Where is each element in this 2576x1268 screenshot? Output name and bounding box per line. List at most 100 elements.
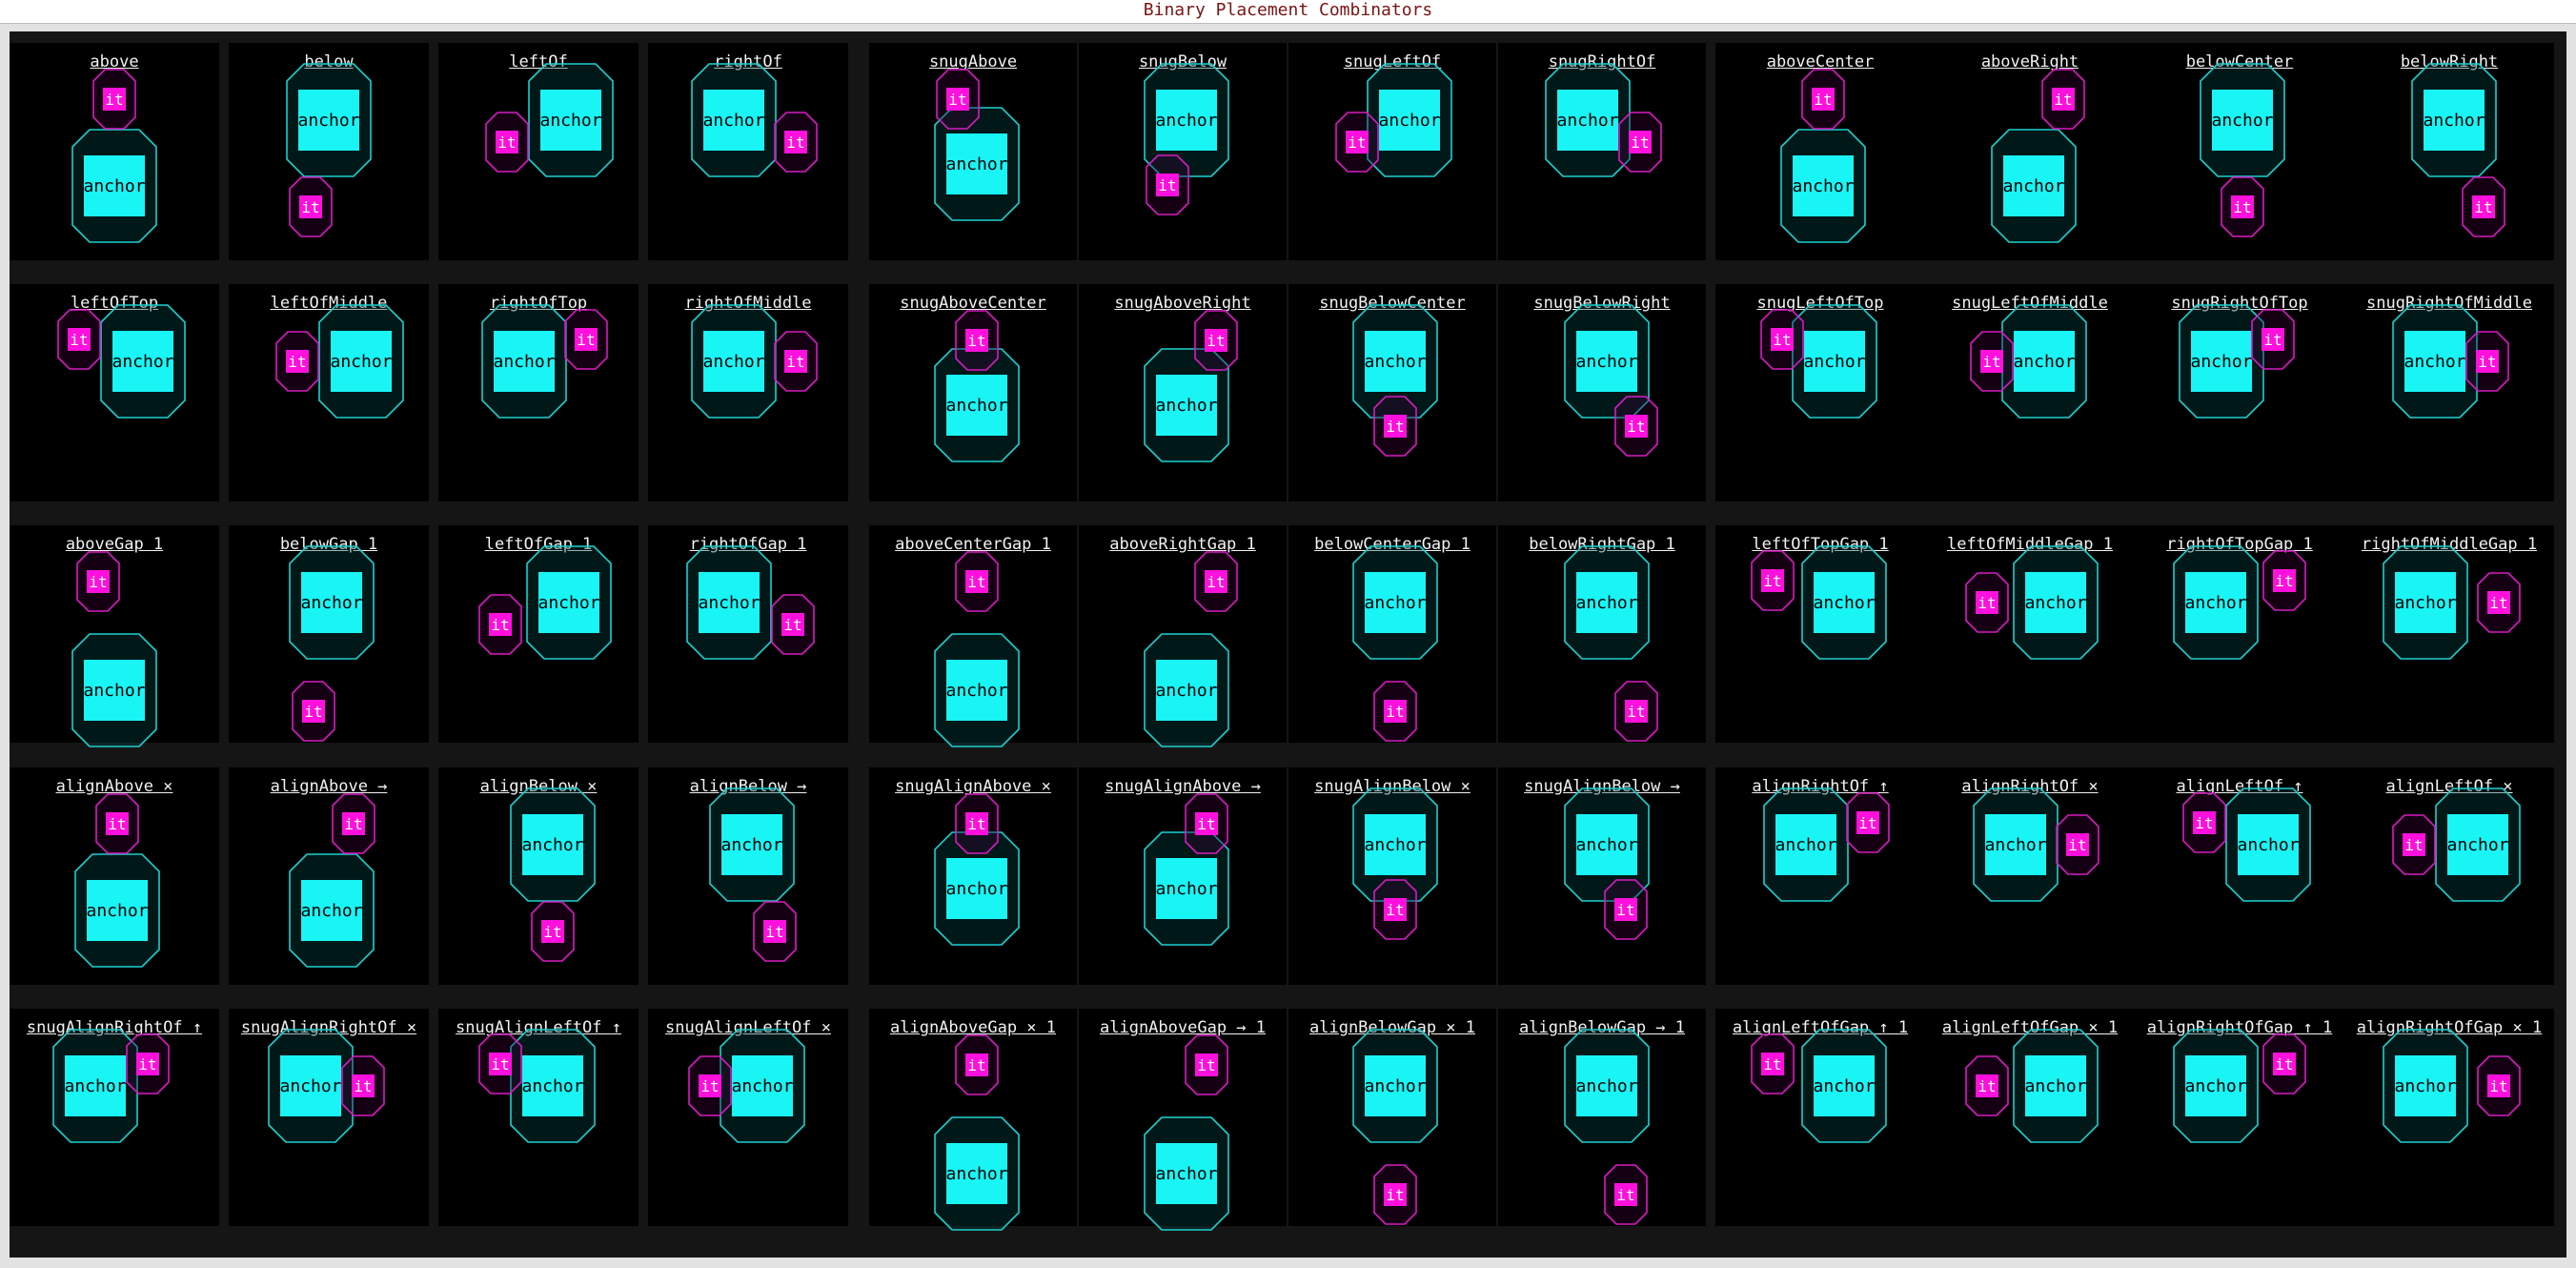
cell-rightof: rightOf [648, 43, 848, 260]
it-label: it [2275, 1054, 2294, 1074]
anchor-label: anchor [1364, 592, 1427, 613]
anchor-label: anchor [702, 351, 765, 372]
anchor-label: anchor [1155, 1163, 1218, 1184]
cell-label: rightOfMiddle [684, 294, 812, 313]
cell-alignrightof: alignRightOf ↑ [1715, 767, 1925, 985]
anchor-shape: anchor [1564, 787, 1650, 902]
anchor-shape: anchor [709, 787, 795, 902]
it-label: it [89, 572, 108, 591]
it-shape: it [92, 69, 136, 130]
anchor-octagon [318, 304, 404, 419]
window-title: Binary Placement Combinators [1143, 0, 1433, 20]
anchor-shape: anchor [1763, 787, 1849, 902]
anchor-label: anchor [1792, 175, 1855, 196]
it-label: it [2275, 571, 2294, 590]
it-octagon [771, 594, 815, 655]
cell-leftoftop: leftOfTop [10, 284, 219, 501]
cell-label: leftOfTop [70, 294, 159, 313]
it-octagon [1373, 681, 1417, 742]
it-shape: it [275, 331, 319, 392]
anchor-shape: anchor [100, 304, 186, 419]
cell-label: alignRightOfGap × 1 [2356, 1018, 2543, 1037]
it-shape: it [2262, 550, 2306, 611]
it-shape: it [1614, 681, 1658, 742]
it-shape: it [2251, 309, 2295, 370]
it-label: it [948, 90, 967, 109]
it-octagon [76, 551, 120, 612]
anchor-octagon [691, 63, 777, 177]
anchor-shape: anchor [1801, 1029, 1887, 1143]
cell-label: aboveRight [1980, 52, 2079, 72]
cell-alignbelow: alignBelow → [648, 767, 848, 985]
anchor-octagon [1801, 545, 1887, 660]
cell-snugrightof: snugRightOf [1498, 43, 1706, 260]
it-octagon [2477, 572, 2521, 633]
cell-label: above [90, 52, 139, 72]
it-shape: it [955, 793, 999, 854]
it-label: it [786, 352, 805, 371]
it-shape: it [531, 901, 575, 962]
anchor-octagon [2173, 545, 2259, 660]
anchor-octagon [709, 787, 795, 902]
it-octagon [1614, 681, 1658, 742]
it-label: it [1616, 1185, 1635, 1204]
anchor-shape: anchor [2001, 304, 2087, 419]
it-shape: it [2465, 331, 2509, 392]
anchor-shape: anchor [2200, 63, 2285, 177]
anchor-label: anchor [297, 110, 360, 131]
anchor-shape: anchor [318, 304, 404, 419]
it-label: it [1627, 702, 1646, 721]
it-shape: it [1751, 1033, 1795, 1094]
it-label: it [1978, 1076, 1997, 1095]
it-octagon [2182, 792, 2226, 853]
anchor-label: anchor [1556, 110, 1619, 131]
anchor-label: anchor [1575, 592, 1638, 613]
it-label: it [2478, 352, 2497, 371]
anchor-octagon [1144, 1116, 1229, 1231]
cell-alignrightof: alignRightOf × [1925, 767, 2135, 985]
it-shape: it [1335, 112, 1379, 173]
it-label: it [1858, 813, 1877, 832]
it-shape: it [1965, 1055, 2009, 1116]
it-octagon [564, 309, 608, 370]
anchor-shape: anchor [1973, 787, 2059, 902]
anchor-label: anchor [330, 351, 393, 372]
it-shape: it [2477, 1055, 2521, 1116]
anchor-label: anchor [1155, 680, 1218, 701]
anchor-shape: anchor [691, 63, 777, 177]
anchor-shape: anchor [74, 853, 160, 968]
anchor-shape: anchor [52, 1029, 138, 1143]
cell-label: leftOfMiddle [270, 294, 388, 313]
anchor-label: anchor [945, 395, 1008, 416]
anchor-shape: anchor [268, 1029, 354, 1143]
anchor-shape: anchor [71, 633, 157, 747]
it-shape: it [1846, 792, 1890, 853]
it-octagon [1760, 309, 1804, 370]
it-shape: it [1146, 154, 1189, 215]
anchor-octagon [1352, 1029, 1438, 1143]
it-shape: it [1604, 879, 1648, 940]
it-shape: it [341, 1055, 385, 1116]
anchor-shape: anchor [1352, 1029, 1438, 1143]
anchor-label: anchor [1155, 110, 1218, 131]
title-bar: Binary Placement Combinators [0, 0, 2576, 24]
cell-label: alignLeftOfGap × 1 [1941, 1018, 2119, 1037]
cell-label: aboveCenterGap 1 [895, 535, 1051, 554]
it-octagon [2477, 1055, 2521, 1116]
cell-label: alignBelowGap → 1 [1519, 1018, 1685, 1037]
it-shape: it [1373, 1164, 1417, 1225]
cell-label: snugRightOfTop [2171, 294, 2308, 313]
cell-label: belowRightGap 1 [1529, 535, 1675, 554]
anchor-octagon [2173, 1029, 2259, 1143]
anchor-label: anchor [2446, 834, 2509, 855]
anchor-label: anchor [1155, 878, 1218, 899]
anchor-octagon [481, 304, 567, 419]
it-shape: it [1373, 879, 1417, 940]
anchor-octagon [2435, 787, 2521, 902]
cell-label: rightOfTopGap 1 [2166, 535, 2313, 554]
cell-alignbelowgap-1: alignBelowGap → 1 [1498, 1009, 1706, 1226]
it-octagon [126, 1033, 170, 1094]
it-label: it [1207, 572, 1226, 591]
it-octagon [1970, 331, 2014, 392]
cell-snugbelow: snugBelow [1079, 43, 1287, 260]
